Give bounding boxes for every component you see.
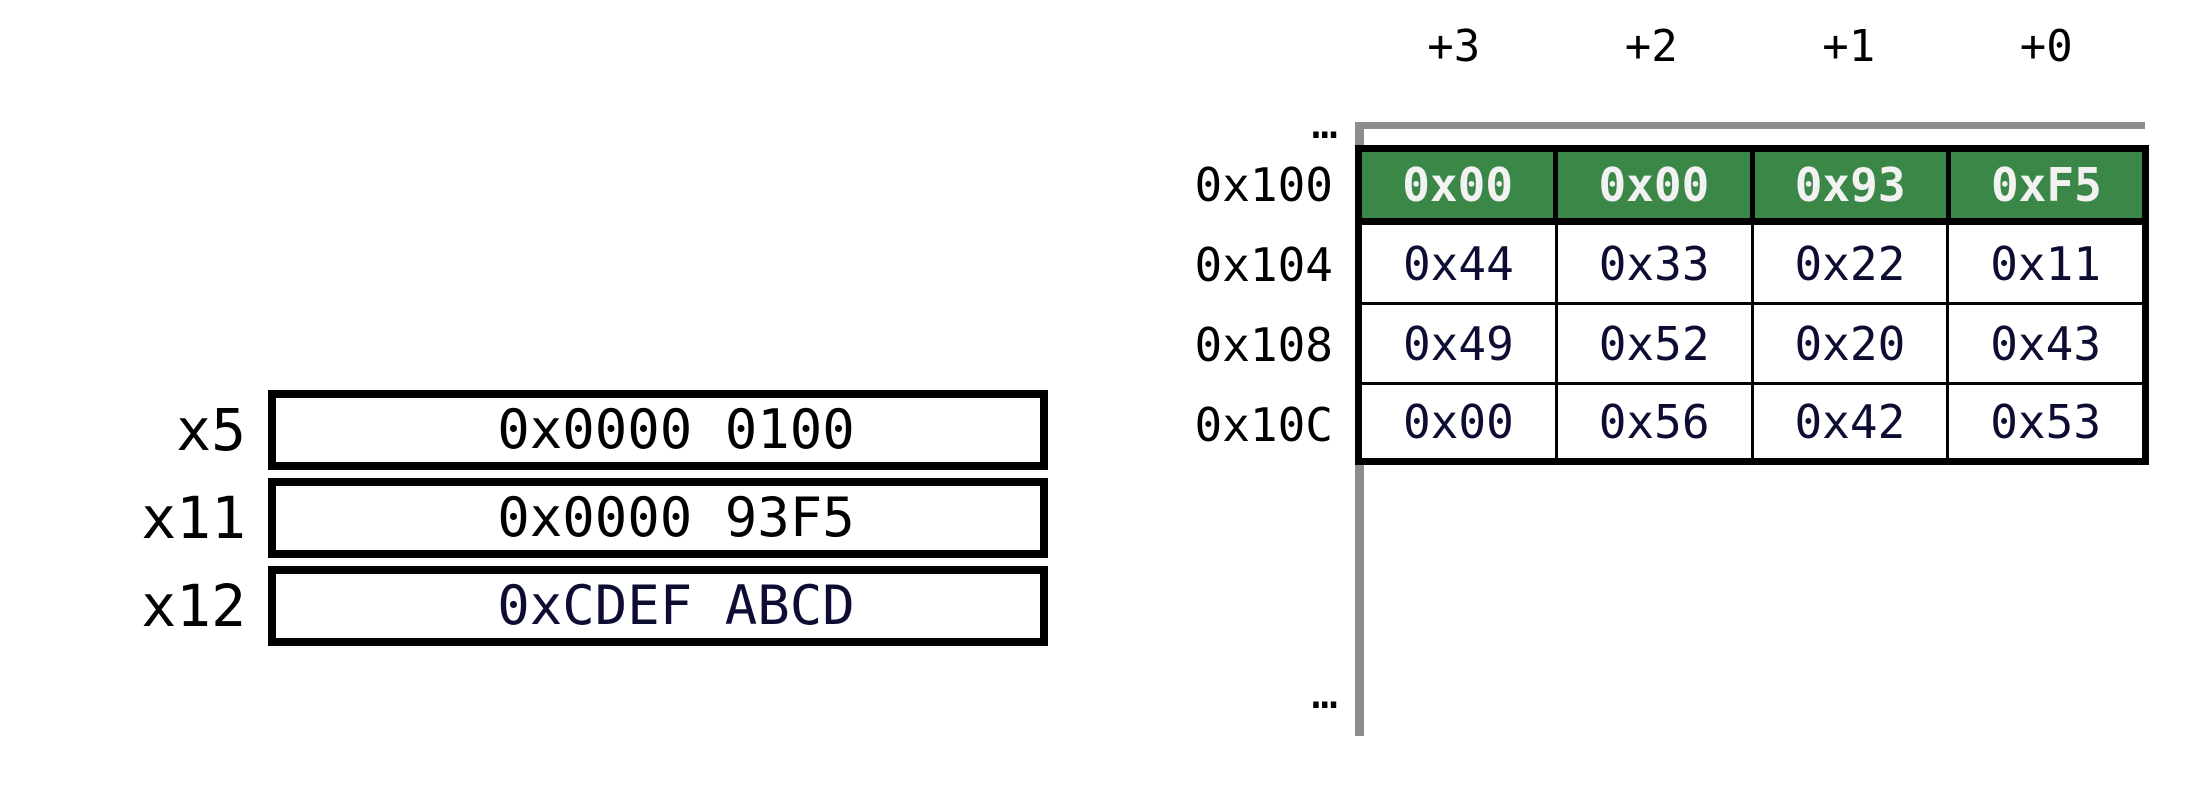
memory-row-address-0x108: 0x108: [1194, 318, 1333, 372]
memory-cell-0x108-plus2: 0x52: [1557, 305, 1754, 382]
memory-column-headers: +3 +2 +1 +0: [1355, 25, 2145, 69]
register-value-x5: 0x0000 0100: [497, 398, 855, 461]
memory-column-header-plus1: +1: [1822, 21, 1876, 72]
memory-rows: 0x100 0x00 0x00 0x93 0xF5 0x104 0x44 0x3…: [1100, 145, 2149, 465]
memory-cell-0x104-plus1: 0x22: [1753, 225, 1950, 302]
memory-cell-0x108-plus3: 0x49: [1362, 305, 1558, 382]
register-value-x12: 0xCDEF ABCD: [497, 574, 855, 637]
memory-row-cells-0x10C: 0x00 0x56 0x42 0x53: [1355, 385, 2149, 465]
memory-cell-0x10C-plus0: 0x53: [1949, 385, 2142, 458]
memory-column-header-plus0: +0: [2019, 21, 2073, 72]
memory-cell-0x10C-plus1: 0x42: [1753, 385, 1950, 458]
memory-row-address-0x100: 0x100: [1194, 158, 1333, 212]
memory-row-0x10C: 0x10C 0x00 0x56 0x42 0x53: [1100, 385, 2149, 465]
memory-cell-0x108-plus0: 0x43: [1949, 305, 2142, 382]
memory-cell-0x100-plus1: 0x93: [1754, 152, 1951, 218]
memory-cell-0x108-plus1: 0x20: [1753, 305, 1950, 382]
memory-cell-0x10C-plus2: 0x56: [1557, 385, 1754, 458]
register-value-box-x5: 0x0000 0100: [268, 390, 1048, 470]
memory-ellipsis-below: …: [1311, 668, 1340, 719]
memory-row-cells-0x108: 0x49 0x52 0x20 0x43: [1355, 305, 2149, 385]
memory-cell-0x100-plus3: 0x00: [1362, 152, 1559, 218]
memory-cell-0x104-plus2: 0x33: [1557, 225, 1754, 302]
memory-table-panel: +3 +2 +1 +0 … 0x100 0x00 0x00 0x93 0xF5 …: [1100, 0, 2189, 796]
register-value-x11: 0x0000 93F5: [497, 486, 855, 549]
memory-row-cells-0x100: 0x00 0x00 0x93 0xF5: [1355, 145, 2149, 225]
memory-cell-0x100-plus2: 0x00: [1558, 152, 1755, 218]
register-name-x11: x11: [141, 484, 246, 552]
memory-cell-0x104-plus0: 0x11: [1949, 225, 2142, 302]
memory-column-header-plus2: +2: [1624, 21, 1678, 72]
memory-top-rail: [1355, 122, 2145, 129]
memory-row-0x104: 0x104 0x44 0x33 0x22 0x11: [1100, 225, 2149, 305]
memory-row-address-0x104: 0x104: [1194, 238, 1333, 292]
register-row-x11: x11 0x0000 93F5: [0, 478, 1060, 558]
register-value-box-x12: 0xCDEF ABCD: [268, 566, 1048, 646]
register-row-x5: x5 0x0000 0100: [0, 390, 1060, 470]
memory-ellipsis-above: …: [1311, 98, 1340, 149]
memory-cell-0x104-plus3: 0x44: [1362, 225, 1558, 302]
memory-row-0x108: 0x108 0x49 0x52 0x20 0x43: [1100, 305, 2149, 385]
register-name-x5: x5: [176, 396, 246, 464]
memory-cell-0x10C-plus3: 0x00: [1362, 385, 1558, 458]
register-value-box-x11: 0x0000 93F5: [268, 478, 1048, 558]
memory-column-header-plus3: +3: [1427, 21, 1481, 72]
memory-row-cells-0x104: 0x44 0x33 0x22 0x11: [1355, 225, 2149, 305]
memory-cell-0x100-plus0: 0xF5: [1950, 152, 2142, 218]
register-row-x12: x12 0xCDEF ABCD: [0, 566, 1060, 646]
register-name-x12: x12: [141, 572, 246, 640]
memory-row-0x100: 0x100 0x00 0x00 0x93 0xF5: [1100, 145, 2149, 225]
memory-row-address-0x10C: 0x10C: [1194, 398, 1333, 452]
register-file-panel: x5 0x0000 0100 x11 0x0000 93F5 x12 0xCDE…: [0, 390, 1060, 646]
